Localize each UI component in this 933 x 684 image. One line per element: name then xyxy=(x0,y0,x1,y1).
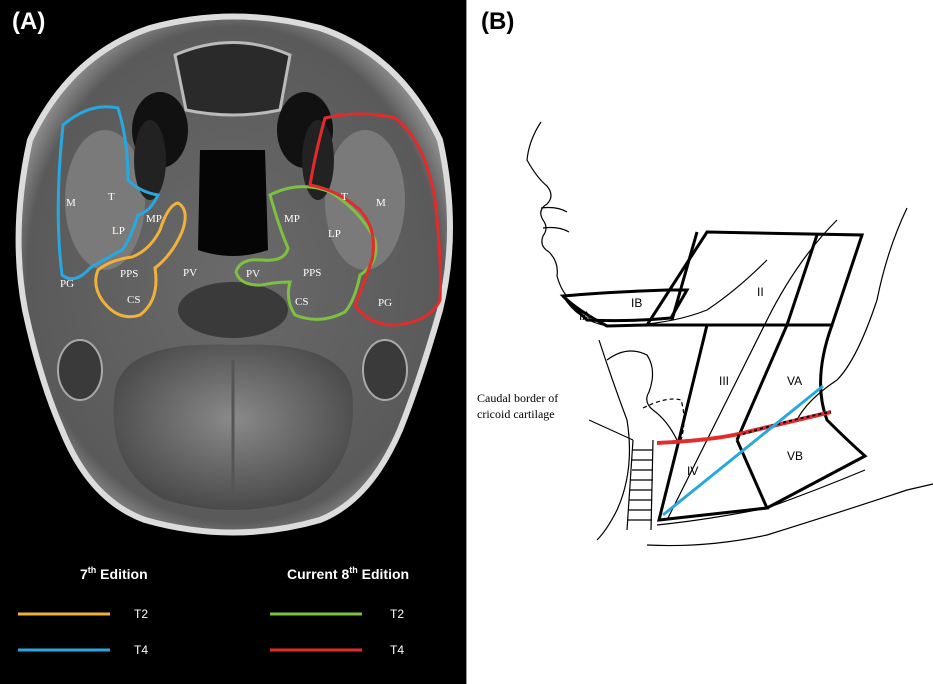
label-pg-right: PG xyxy=(378,297,392,309)
panel-a-label: (A) xyxy=(12,8,46,35)
left-mastoid xyxy=(57,339,103,401)
cricoid-dotted-line xyxy=(736,411,832,437)
panel-a-mri: M T LP MP PPS PV CS PG M T LP MP PPS PV … xyxy=(0,0,466,684)
trachea-left xyxy=(626,439,634,531)
panel-b-label: (B) xyxy=(481,8,515,35)
legend-7th-heading: 7th Edition xyxy=(80,565,148,582)
blue-diagonal-line xyxy=(662,384,824,517)
brainstem xyxy=(178,282,288,338)
neck-svg: IA IB II III VA IV VB Caudal border of c… xyxy=(477,121,933,547)
level-iv-label: IV xyxy=(687,464,698,478)
level-boundary-iii xyxy=(677,324,789,441)
left-jaw xyxy=(134,120,166,200)
contour-8th-t2 xyxy=(234,185,378,321)
level-vb-label: VB xyxy=(787,449,803,463)
legend-7th-t2-label: T2 xyxy=(134,607,148,621)
throat-front xyxy=(596,339,631,541)
airway xyxy=(198,150,268,256)
label-pv-right: PV xyxy=(246,268,260,280)
level-boundary-ib xyxy=(559,288,690,323)
annotation-line-2: cricoid cartilage xyxy=(477,407,555,421)
label-cs-left: CS xyxy=(127,294,140,306)
left-muscle-mass xyxy=(65,130,145,270)
mri-svg: M T LP MP PPS PV CS PG M T LP MP PPS PV … xyxy=(15,13,453,657)
label-m-left: M xyxy=(66,197,76,209)
annotation-line-1: Caudal border of xyxy=(477,391,558,405)
contour-7th-t2 xyxy=(94,201,187,319)
trachea-rings xyxy=(628,449,653,521)
legend-7th-t4-label: T4 xyxy=(134,643,148,657)
legend-8th-heading: Current 8th Edition xyxy=(287,565,409,582)
legend-8th-t2-label: T2 xyxy=(390,607,404,621)
contour-8th-t4 xyxy=(308,112,442,327)
panel-b-neck-diagram: IA IB II III VA IV VB Caudal border of c… xyxy=(466,0,933,684)
level-va-label: VA xyxy=(787,374,802,388)
legend-8th-t4-label: T4 xyxy=(390,643,404,657)
label-pps-right: PPS xyxy=(303,267,321,279)
label-t-left: T xyxy=(108,191,115,203)
level-ia-label: IA xyxy=(579,309,590,323)
cricoid-dashed xyxy=(642,398,685,441)
level-ib-label: IB xyxy=(631,296,642,310)
level-iii-label: III xyxy=(719,374,729,388)
level-boundary-v xyxy=(766,324,868,510)
right-mastoid xyxy=(362,339,408,401)
level-boundary-top-line xyxy=(670,231,699,321)
label-mp-right: MP xyxy=(284,213,300,225)
label-lp-right: LP xyxy=(328,228,341,240)
trachea-right xyxy=(650,439,654,531)
label-pps-left: PPS xyxy=(120,268,138,280)
label-pv-left: PV xyxy=(183,267,197,279)
label-cs-right: CS xyxy=(295,296,308,308)
level-ii-label: II xyxy=(757,285,764,299)
label-lp-left: LP xyxy=(112,225,125,237)
nasal-region xyxy=(173,41,292,117)
label-mp-left: MP xyxy=(146,213,162,225)
shoulder xyxy=(646,483,933,547)
level-boundary-ia xyxy=(561,294,648,328)
neck-back xyxy=(796,207,908,421)
level-boundary-top xyxy=(644,230,865,327)
label-m-right: M xyxy=(376,197,386,209)
larynx xyxy=(606,350,678,441)
level-boundary-ii-left xyxy=(785,234,819,326)
label-t-right: T xyxy=(341,191,348,203)
face-profile xyxy=(526,121,568,297)
lips xyxy=(540,206,570,233)
right-muscle-mass xyxy=(325,130,405,270)
label-pg-left: PG xyxy=(60,278,74,290)
annotation-leader xyxy=(588,419,634,441)
contour-7th-t4 xyxy=(56,105,161,281)
level-boundary-iv xyxy=(657,439,770,522)
